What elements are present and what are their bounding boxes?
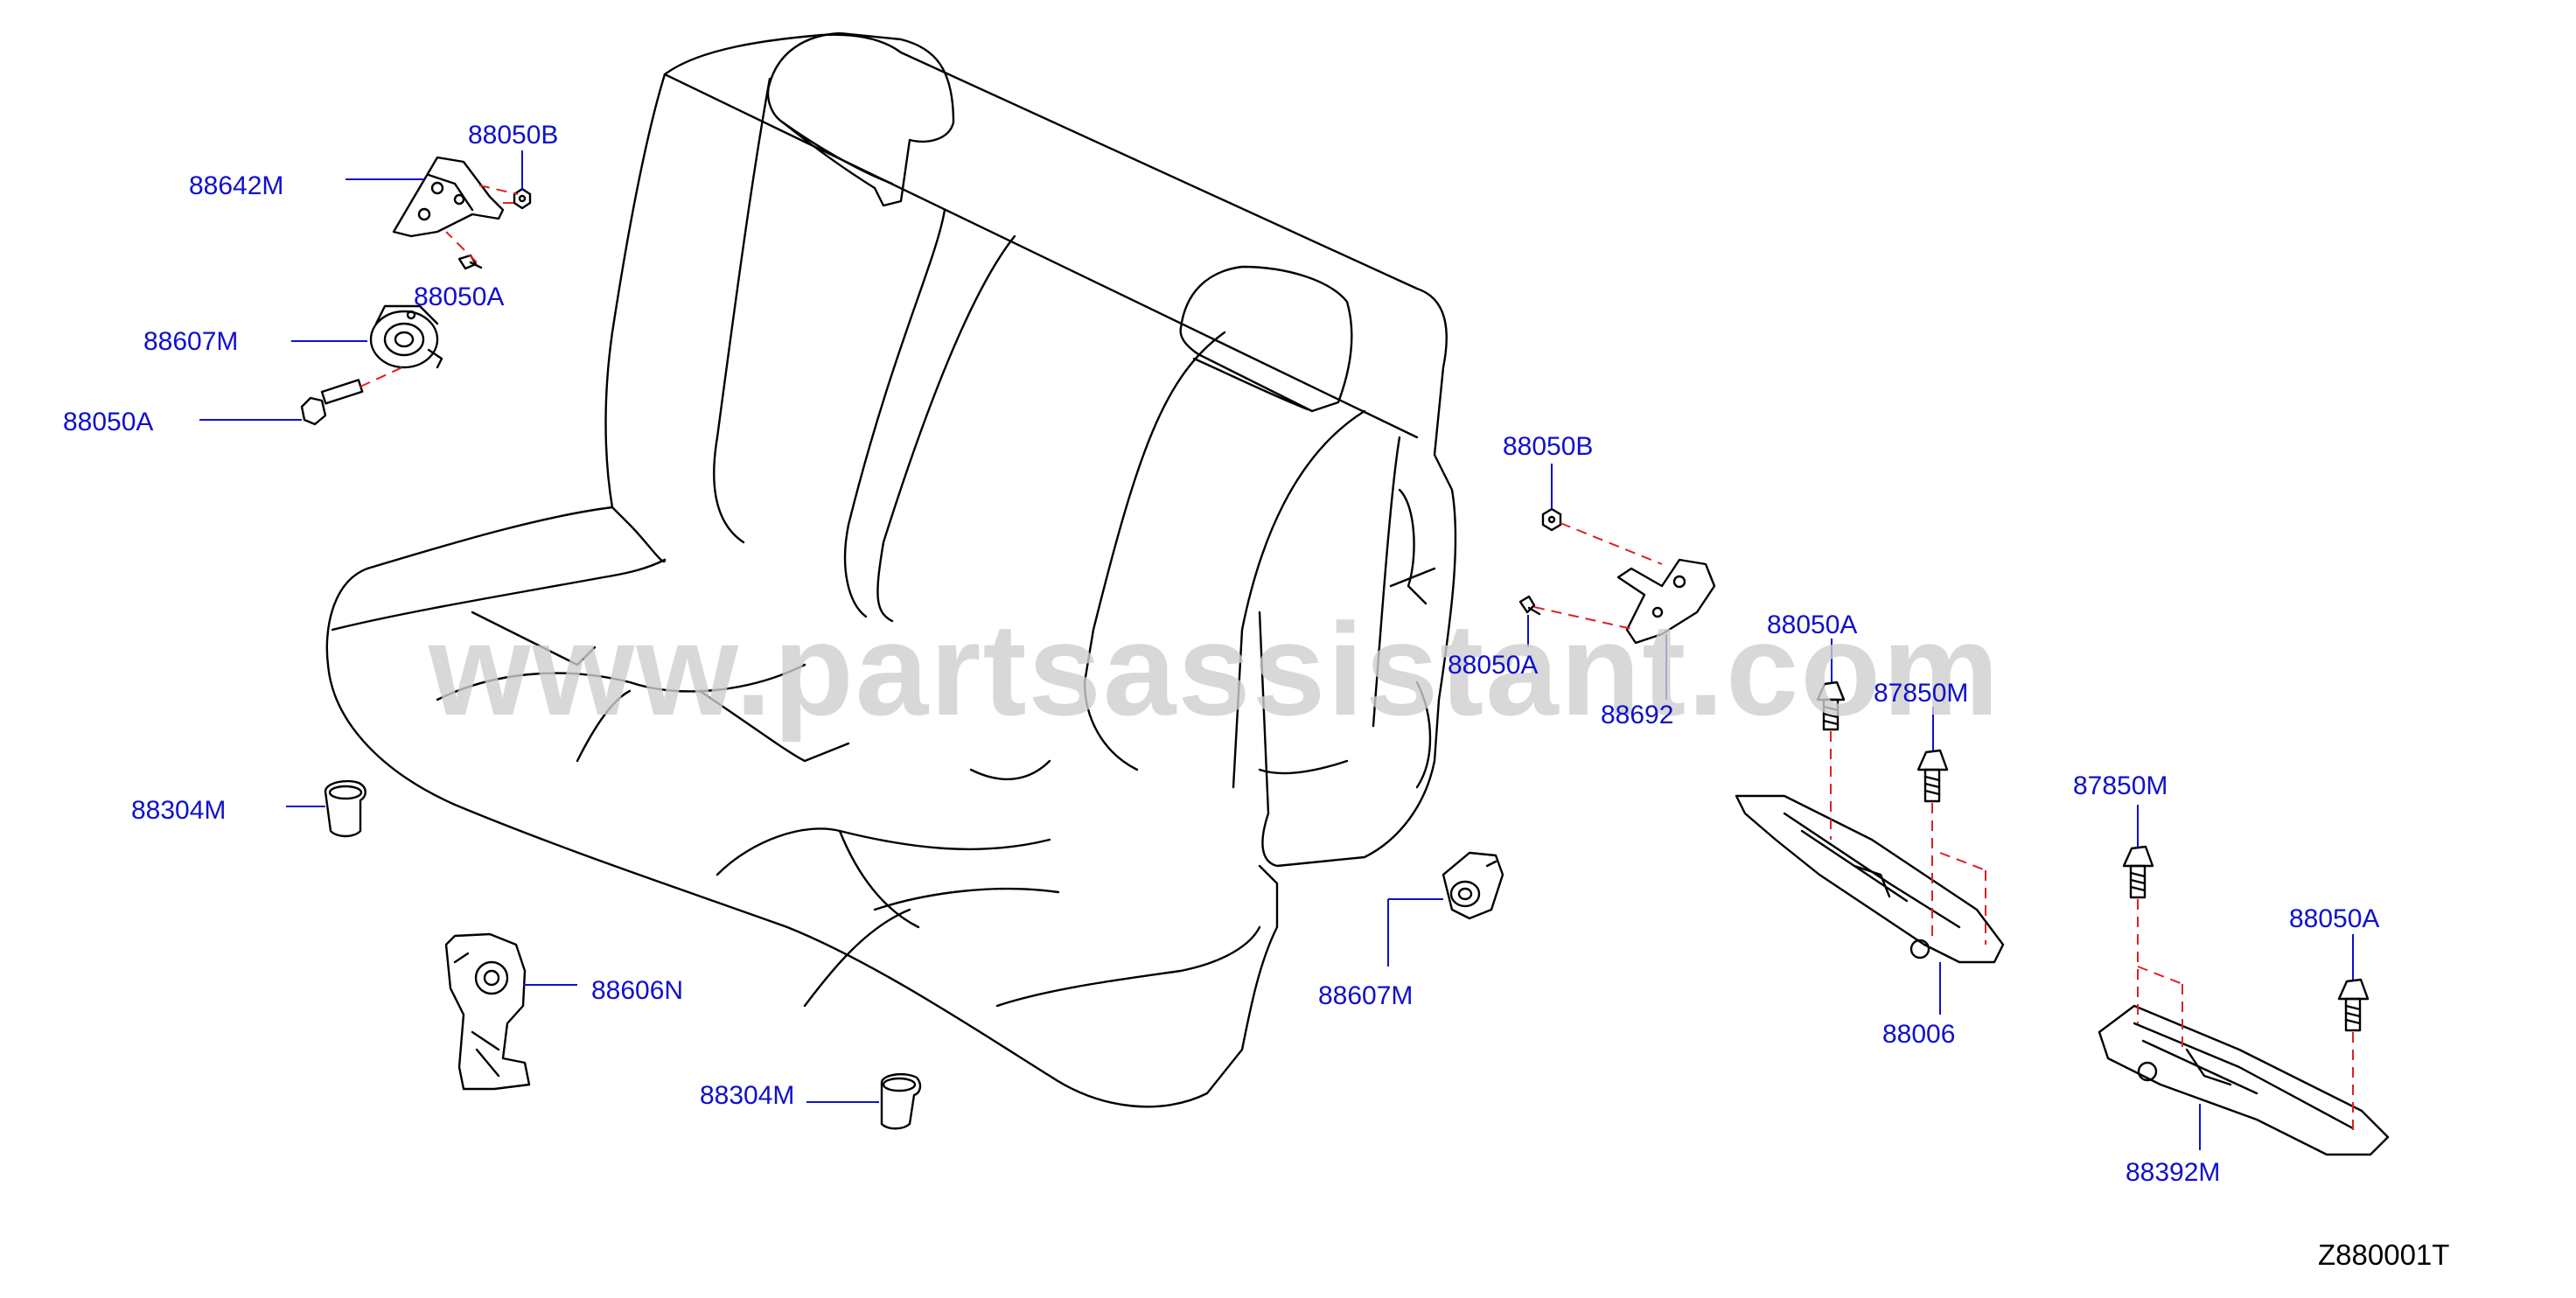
screw-88050A-far — [2337, 978, 2370, 1032]
grommet-88304M-left — [324, 779, 367, 838]
label-88692: 88692 — [1601, 701, 1674, 729]
label-88607M-mid: 88607M — [1318, 981, 1414, 1010]
label-88050A-top: 88050A — [414, 283, 505, 311]
label-88392M: 88392M — [2126, 1158, 2221, 1187]
label-88050A-left: 88050A — [63, 408, 154, 436]
seat-back — [604, 33, 1457, 868]
assembly-lines — [360, 185, 2354, 1137]
rail-88392M — [2098, 1004, 2390, 1156]
label-87850M-far: 87850M — [2073, 771, 2168, 800]
bolt-88050A-right — [1518, 595, 1541, 616]
bracket-88642M — [392, 156, 505, 238]
bolt-88050A-left — [300, 379, 364, 426]
seat-cushion — [325, 506, 1279, 1108]
nut-88050B-top — [513, 187, 532, 210]
label-88304M-bottom: 88304M — [700, 1081, 795, 1110]
screw-87850M-rail — [1916, 749, 1949, 803]
headrest-right — [1179, 265, 1353, 413]
label-88050B-top: 88050B — [468, 121, 559, 150]
nut-88050B-right — [1541, 507, 1562, 532]
mechanism-88607M-left — [369, 304, 443, 369]
label-88642M: 88642M — [189, 171, 284, 200]
label-88050B-right: 88050B — [1503, 432, 1594, 461]
label-87850M-rail: 87850M — [1874, 679, 1969, 708]
rail-88006 — [1735, 794, 2005, 964]
screw-87850M-far — [2122, 845, 2154, 899]
screw-88050A-rail — [1816, 680, 1846, 731]
diagram-code: Z880001T — [2318, 1239, 2450, 1271]
watermark: www.partsassistant.com — [429, 596, 2001, 743]
label-88050A-far: 88050A — [2289, 904, 2380, 933]
grommet-88304M-bottom — [880, 1072, 922, 1130]
bracket-88692 — [1616, 558, 1716, 645]
bolt-88050A-top — [457, 254, 483, 270]
label-88304M-left: 88304M — [131, 796, 227, 825]
label-88050A-right: 88050A — [1448, 651, 1539, 680]
mechanism-88607M-mid — [1442, 851, 1504, 920]
label-88606N: 88606N — [591, 976, 684, 1005]
leader-lines — [199, 150, 2354, 1150]
headrest-left — [766, 31, 955, 207]
label-88006: 88006 — [1882, 1020, 1956, 1049]
label-88050A-rail: 88050A — [1767, 611, 1858, 639]
label-88607M-left: 88607M — [143, 327, 239, 356]
lock-88606N — [444, 932, 531, 1091]
